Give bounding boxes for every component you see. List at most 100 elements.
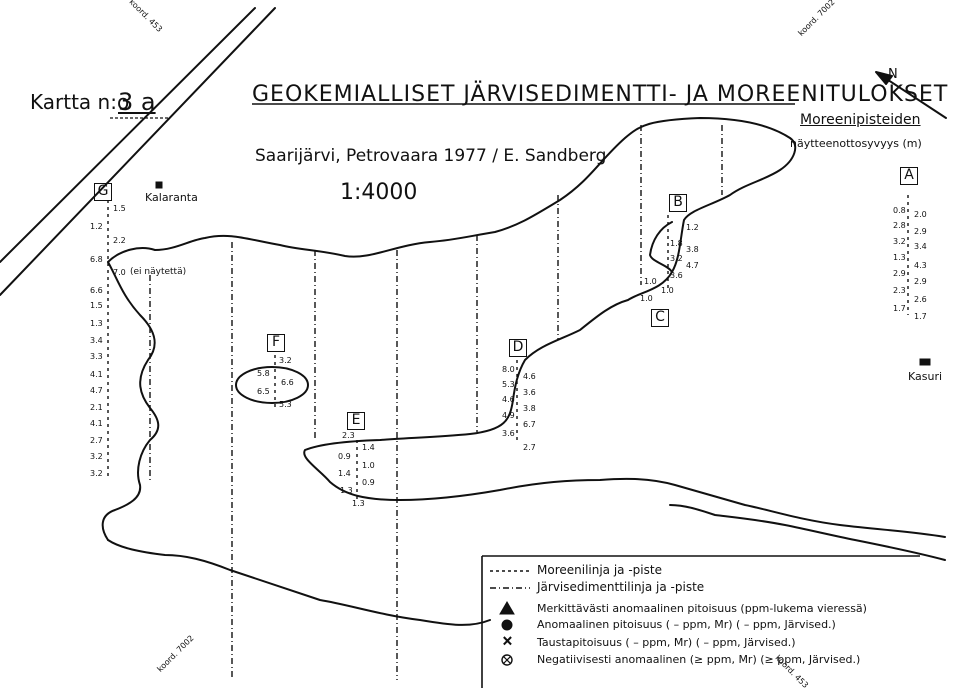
site-d-left-4: 3.6 [502,429,515,438]
site-label-f: F [267,334,285,352]
legend-crossed-circle-symbol [501,654,513,666]
site-a-right-0: 2.0 [914,210,927,219]
legend-sym4: Negatiivisesti anomaalinen (≥ ppm, Mr) (… [537,653,861,666]
site-g-left-0: 1.2 [90,222,103,231]
site-b-value-1: 1.8 [670,239,683,248]
site-g-left-1: 6.8 [90,255,103,264]
site-a-right-4: 2.9 [914,277,927,286]
site-d-left-1: 5.3 [502,380,515,389]
site-g-left-9: 2.1 [90,403,103,412]
site-e-value-1: 1.4 [362,443,375,452]
site-b-value-2: 3.8 [686,245,699,254]
legend-sym2: Anomaalinen pitoisuus ( – ppm, Mr) ( – p… [537,618,836,631]
site-g-left-3: 1.5 [90,301,103,310]
site-a-left-1: 2.8 [893,221,906,230]
site-a-right-5: 2.6 [914,295,927,304]
legend-sym1: Merkittävästi anomaalinen pitoisuus (ppm… [537,602,867,615]
site-b-value-3: 3.2 [670,254,683,263]
place-kalaranta: Kalaranta [145,191,198,204]
map-number-prefix: Kartta n:o [30,90,130,114]
page-title: GEOKEMIALLISET JÄRVISEDIMENTTI- JA MOREE… [252,82,949,107]
legend-cross-symbol: × [502,634,513,649]
road-line-b [0,7,276,296]
site-c-value-0: 1.0 [640,294,653,303]
legend-moraine-line: Moreenilinja ja -piste [537,563,662,577]
site-a-right-6: 1.7 [914,312,927,321]
site-a-left-4: 2.9 [893,269,906,278]
site-g-right-2: 7.0 [113,268,126,277]
lake-southeast-shore [669,504,946,561]
site-f-value-0: 3.2 [279,356,292,365]
lake-west-shore [101,261,160,541]
site-d-right-2: 3.8 [523,404,536,413]
site-label-c: C [651,309,669,327]
site-e-value-7: 1.3 [352,499,365,508]
site-g-right-0: 1.5 [113,204,126,213]
site-b-value-6: 1.0 [644,277,657,286]
map-number: 3 a [118,88,156,116]
site-a-left-2: 3.2 [893,237,906,246]
moreeni-subheader: näytteenottosyvyys (m) [790,137,922,150]
site-b-value-0: 1.2 [686,223,699,232]
site-b-value-4: 4.7 [686,261,699,270]
legend-sym3: Taustapitoisuus ( – ppm, Mr) ( – ppm, Jä… [537,636,796,649]
site-g-left-10: 4.1 [90,419,103,428]
site-d-right-0: 4.6 [523,372,536,381]
site-label-g: G [94,183,112,201]
site-e-value-0: 2.3 [342,431,355,440]
site-b-value-5: 3.6 [670,271,683,280]
site-a-left-6: 1.7 [893,304,906,313]
site-f-value-2: 6.6 [281,378,294,387]
site-a-left-5: 2.3 [893,286,906,295]
not-sampled-label: (ei näytettä) [130,267,187,277]
site-g-left-4: 1.3 [90,319,103,328]
place-kasuri: Kasuri [908,370,943,383]
site-d-left-3: 4.9 [502,411,515,420]
legend-dotted-circle-symbol [501,619,513,631]
legend-triangle-symbol [499,601,515,615]
moreeni-header: Moreenipisteiden [800,112,921,128]
site-e-value-5: 0.9 [362,478,375,487]
site-d-right-3: 6.7 [523,420,536,429]
site-d-right-4: 2.7 [523,443,536,452]
site-g-left-2: 6.6 [90,286,103,295]
site-f-value-1: 5.8 [257,369,270,378]
site-e-value-3: 1.0 [362,461,375,470]
site-e-value-4: 1.4 [338,469,351,478]
site-a-right-2: 3.4 [914,242,927,251]
site-e-value-6: 1.3 [340,486,353,495]
site-g-left-8: 4.7 [90,386,103,395]
lake-south-shore [107,539,491,626]
site-d-right-1: 3.6 [523,388,536,397]
road-line-a [0,7,256,263]
north-arrow-shaft [881,75,947,119]
site-label-b: B [669,194,687,212]
lake-east-bay [649,221,673,273]
site-g-left-7: 4.1 [90,370,103,379]
island-f [235,366,309,404]
site-a-right-1: 2.9 [914,227,927,236]
site-a-right-3: 4.3 [914,261,927,270]
site-f-value-3: 6.5 [257,387,270,396]
site-g-left-11: 2.7 [90,436,103,445]
site-a-left-3: 1.3 [893,253,906,262]
site-d-left-0: 8.0 [502,365,515,374]
site-g-left-13: 3.2 [90,469,103,478]
kasuri-symbol [919,358,931,366]
site-g-right-1: 2.2 [113,236,126,245]
site-label-a: A [900,167,918,185]
site-e-value-2: 0.9 [338,452,351,461]
site-label-d: D [509,339,527,357]
north-arrow-head [875,71,893,85]
site-label-e: E [347,412,365,430]
north-label: N [888,67,898,82]
site-g-left-12: 3.2 [90,452,103,461]
subtitle: Saarijärvi, Petrovaara 1977 / E. Sandber… [255,146,607,166]
lake-shoreline [107,117,946,538]
site-g-left-6: 3.3 [90,352,103,361]
scale-label: 1:4000 [340,180,418,205]
kalaranta-symbol [155,181,163,189]
site-f-value-4: 5.3 [279,400,292,409]
legend-sediment-line: Järvisedimenttilinja ja -piste [537,580,705,594]
